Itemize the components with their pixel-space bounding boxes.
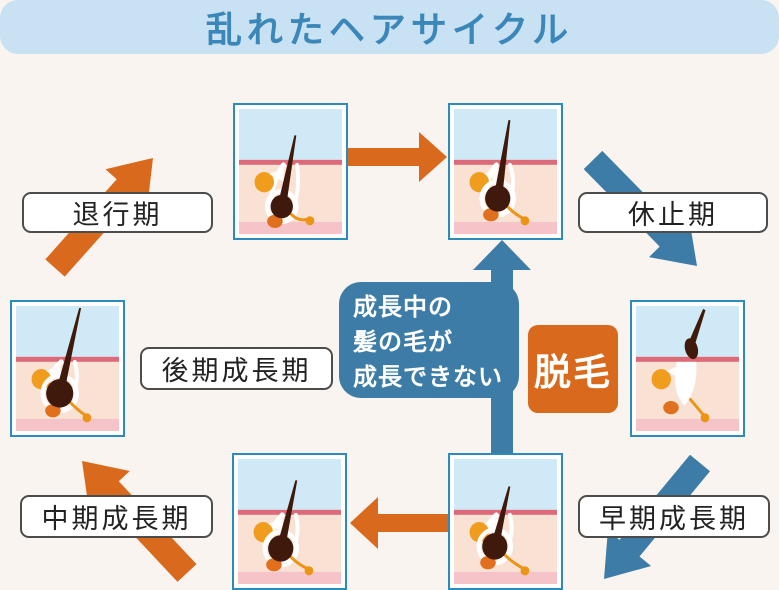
follicle-illustration	[238, 459, 341, 584]
subcutis-strip	[454, 221, 557, 234]
follicle-illustration-early-growth	[448, 453, 563, 590]
sebaceous-gland	[651, 369, 671, 390]
hair-shaft	[277, 135, 297, 207]
arrow-early-to-mid-growth	[350, 497, 448, 549]
follicle-illustration	[636, 306, 739, 431]
shed-hair-shaft	[688, 309, 706, 347]
shed-hair-bulb	[684, 338, 699, 360]
sky-layer	[239, 109, 342, 160]
stage-label-mid-growth: 中期成長期	[20, 495, 213, 538]
follicle-illustration-resting	[448, 103, 563, 240]
callout-growth-blocked: 成長中の 髪の毛が 成長できない	[339, 282, 519, 398]
hair-shaft	[490, 486, 511, 547]
follicle-illustration-mid-growth	[232, 453, 347, 590]
dermal-papilla	[480, 556, 496, 570]
callout-line: 髪の毛が	[353, 328, 453, 356]
sebaceous-gland	[254, 172, 274, 193]
hair-bulb	[270, 194, 293, 219]
callout-line: 成長中の	[353, 294, 453, 321]
hair-bulb	[482, 533, 508, 560]
subcutis-strip	[16, 418, 119, 431]
dermal-papilla	[663, 401, 679, 415]
hair-shaft	[55, 308, 82, 394]
sky-layer	[16, 306, 119, 357]
follicle-illustration-regression	[233, 103, 348, 240]
callout-line: 成長できない	[353, 363, 503, 391]
stage-label-resting: 休止期	[578, 192, 768, 233]
stage-label-late-growth: 後期成長期	[140, 347, 333, 390]
subcutis-strip	[239, 221, 342, 234]
skin-surface-line	[636, 356, 739, 362]
dermal-papilla	[45, 404, 61, 418]
follicle-illustration-late-growth	[10, 300, 125, 437]
dermal-papilla	[266, 558, 282, 572]
follicle-illustration	[239, 109, 342, 234]
subcutis-strip	[636, 418, 739, 431]
hair-bulb	[268, 535, 294, 562]
hair-shaft	[493, 120, 511, 199]
subcutis-strip	[238, 571, 341, 584]
stage-label-early-growth: 早期成長期	[578, 495, 770, 538]
diagram-title-bar: 乱れたヘアサイクル	[0, 0, 779, 54]
follicle-illustration	[454, 459, 557, 584]
hair-bulb	[46, 379, 74, 408]
hair-shaft	[276, 480, 298, 549]
diagram-title: 乱れたヘアサイクル	[205, 9, 574, 50]
dermal-papilla	[483, 208, 499, 222]
dermal-papilla	[267, 214, 283, 228]
hair-loss-badge: 脱毛	[528, 325, 618, 413]
follicle-illustration	[454, 109, 557, 234]
follicle-illustration	[16, 306, 119, 431]
arrow-regression-to-resting	[348, 132, 447, 182]
stage-label-regression: 退行期	[22, 192, 213, 233]
follicle-illustration-shedding	[630, 300, 745, 437]
hair-bulb	[485, 185, 511, 212]
subcutis-strip	[454, 571, 557, 584]
sebaceous-gland	[469, 522, 489, 543]
